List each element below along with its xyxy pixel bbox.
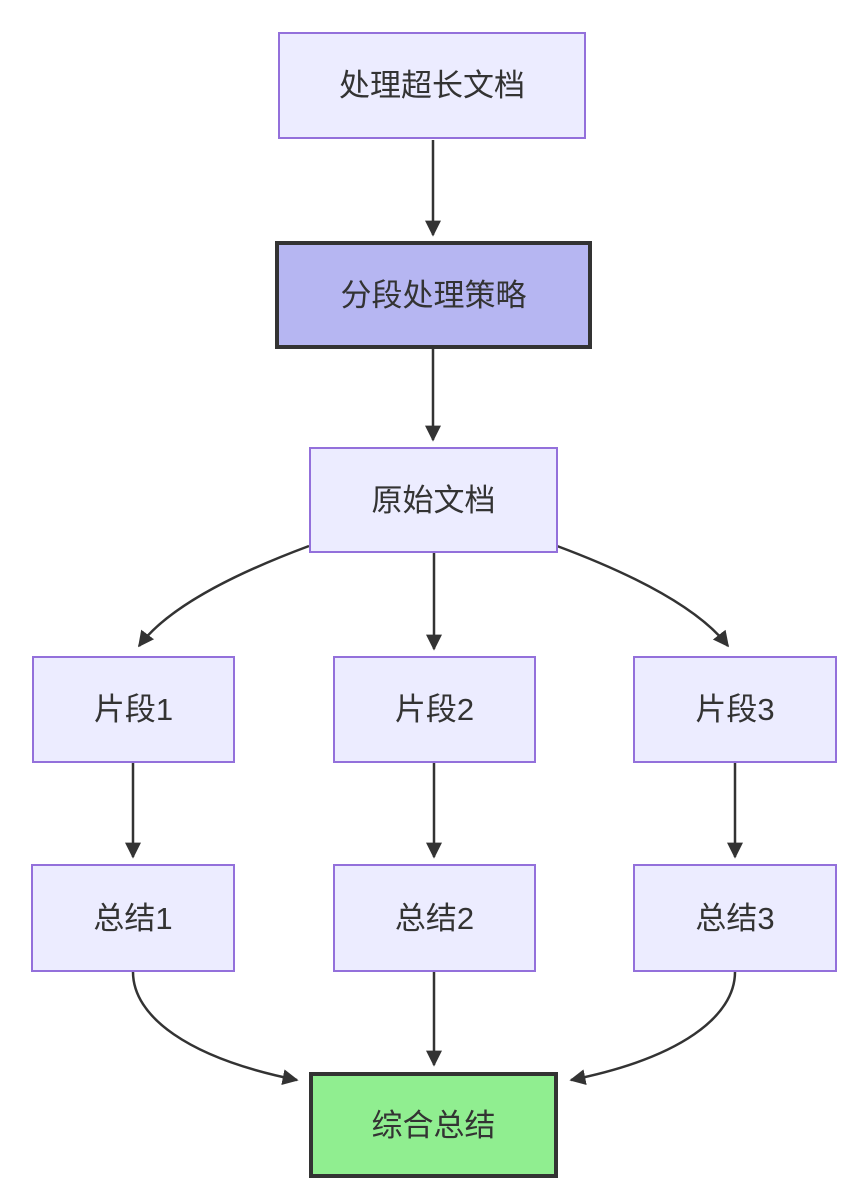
node-chunk-2-label: 片段2 [394, 692, 475, 727]
node-chunk-3: 片段3 [633, 656, 837, 763]
node-original-document: 原始文档 [309, 447, 558, 553]
node-summary-2-label: 总结2 [394, 900, 475, 936]
node-summary-1: 总结1 [31, 864, 235, 972]
node-final-summary: 综合总结 [309, 1072, 558, 1178]
node-segment-strategy: 分段处理策略 [275, 241, 592, 349]
edge-source-chunk3 [556, 544, 729, 648]
node-summary-1-label: 总结1 [93, 900, 173, 936]
node-final-summary-label: 综合总结 [371, 1107, 496, 1143]
node-process-long-document-label: 处理超长文档 [339, 68, 525, 103]
node-summary-3-label: 总结3 [695, 900, 775, 936]
node-chunk-2: 片段2 [333, 656, 536, 763]
edge-summary1-final [131, 971, 299, 1086]
node-summary-3: 总结3 [633, 864, 837, 972]
node-summary-2: 总结2 [333, 864, 536, 972]
node-process-long-document: 处理超长文档 [278, 32, 586, 139]
node-segment-strategy-label: 分段处理策略 [340, 277, 527, 313]
node-chunk-3-label: 片段3 [695, 692, 775, 727]
node-original-document-label: 原始文档 [371, 482, 496, 518]
edge-summary3-final [569, 971, 737, 1086]
node-chunk-1-label: 片段1 [93, 692, 174, 727]
edge-source-chunk1 [138, 544, 310, 648]
node-chunk-1: 片段1 [32, 656, 235, 763]
